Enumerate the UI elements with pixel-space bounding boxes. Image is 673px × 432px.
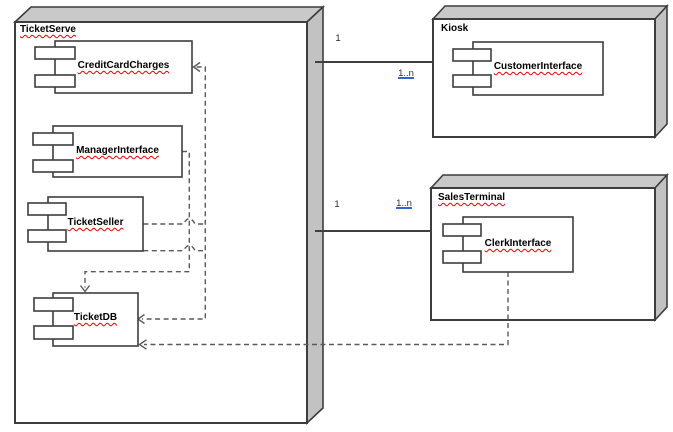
component-label-creditcardcharges: CreditCardCharges xyxy=(77,60,170,71)
component-tab-icon xyxy=(27,229,67,243)
component-customerinterface xyxy=(452,41,604,96)
multiplicity-kiosk-link[interactable]: 1..n xyxy=(398,68,414,79)
multiplicity-salesterminal-link[interactable]: 1..n xyxy=(396,198,412,209)
open-arrowhead xyxy=(79,285,91,293)
component-tab-icon xyxy=(33,325,74,340)
component-ticketseller xyxy=(27,196,144,252)
component-tab-icon xyxy=(452,48,492,62)
node-label-ticketserve: TicketServe xyxy=(20,24,76,35)
node-top-face xyxy=(431,5,669,20)
node-side-face xyxy=(306,5,324,425)
component-body xyxy=(54,40,193,94)
node-top-face xyxy=(12,6,326,23)
dependency-clerkinterface-ticketdb xyxy=(138,272,509,350)
component-label-managerinterface: ManagerInterface xyxy=(76,145,159,156)
multiplicity-ticketserve-salesterminal: 1 xyxy=(334,199,340,210)
node-top-face xyxy=(429,174,669,189)
open-arrowhead xyxy=(138,339,147,350)
component-tab-icon xyxy=(32,159,74,173)
component-ticketdb xyxy=(33,292,139,347)
component-label-clerkinterface: ClerkInterface xyxy=(484,238,552,249)
component-body xyxy=(52,125,183,178)
component-tab-icon xyxy=(442,250,482,264)
node-side-face xyxy=(654,3,668,140)
component-tab-icon xyxy=(452,74,492,88)
component-creditcardcharges xyxy=(34,40,193,94)
dependency-managerinterface-ticketdb xyxy=(79,150,190,293)
open-arrowhead xyxy=(192,61,201,73)
component-label-ticketdb: TicketDB xyxy=(73,312,118,323)
component-managerinterface xyxy=(32,125,183,178)
component-tab-icon xyxy=(32,132,74,146)
component-tab-icon xyxy=(34,46,76,60)
component-label-customerinterface: CustomerInterface xyxy=(493,61,583,72)
component-clerkinterface xyxy=(442,216,574,273)
component-label-ticketseller: TicketSeller xyxy=(67,217,124,228)
component-tab-icon xyxy=(34,74,76,88)
component-tab-icon xyxy=(442,223,482,237)
multiplicity-ticketserve-kiosk: 1 xyxy=(335,33,341,44)
component-tab-icon xyxy=(27,202,67,216)
node-label-salesterminal: SalesTerminal xyxy=(438,192,506,203)
node-label-kiosk: Kiosk xyxy=(441,23,469,34)
node-side-face xyxy=(654,172,668,323)
component-body xyxy=(472,41,604,96)
component-tab-icon xyxy=(33,297,74,312)
